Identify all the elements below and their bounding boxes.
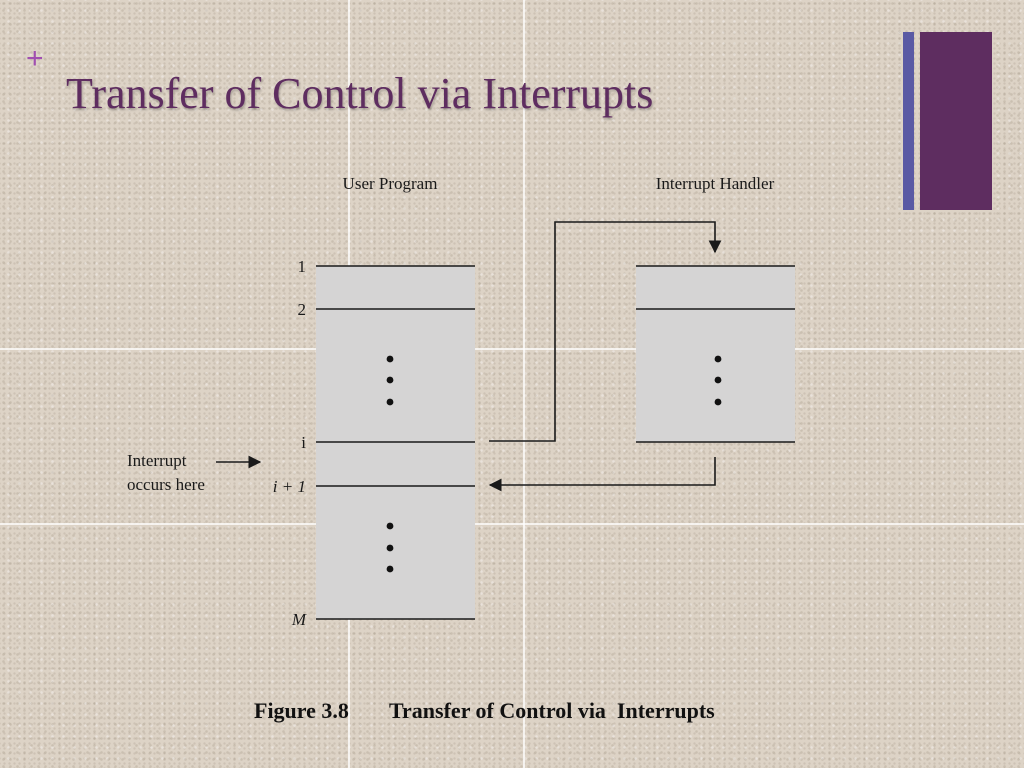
return-to-program-arrow [488, 457, 716, 492]
figure-number: Figure 3.8 [254, 698, 349, 723]
row-label-2: 2 [298, 300, 307, 319]
interrupt-handler-label: Interrupt Handler [656, 174, 775, 193]
annotation-interrupt: Interrupt [127, 451, 187, 470]
interrupt-handler-box [636, 266, 795, 442]
ellipsis-dot [714, 376, 722, 384]
background-grid-line [0, 523, 1024, 525]
bullet-plus-icon: + [26, 42, 44, 75]
accent-bar-thick [920, 32, 992, 210]
transfer-to-handler-arrow [489, 221, 722, 442]
slide-title: Transfer of Control via Interrupts [66, 69, 654, 118]
row-label-i-plus-1: i + 1 [273, 477, 306, 496]
row-label-1: 1 [298, 257, 307, 276]
ellipsis-dot [386, 355, 394, 363]
ellipsis-dot [714, 398, 722, 406]
user-program-label: User Program [343, 174, 438, 193]
accent-bar-thin [903, 32, 914, 210]
annotation-occurs-here: occurs here [127, 475, 205, 494]
ellipsis-dot [386, 398, 394, 406]
ellipsis-dot [714, 355, 722, 363]
background-grid-line [0, 348, 1024, 350]
ellipsis-dot [386, 376, 394, 384]
ellipsis-dot [386, 544, 394, 552]
background-grid-line [523, 0, 525, 768]
row-label-m: M [291, 610, 307, 629]
row-label-i: i [301, 433, 306, 452]
ellipsis-dot [386, 565, 394, 573]
figure-caption-text: Transfer of Control via Interrupts [389, 698, 715, 723]
ellipsis-dot [386, 522, 394, 530]
